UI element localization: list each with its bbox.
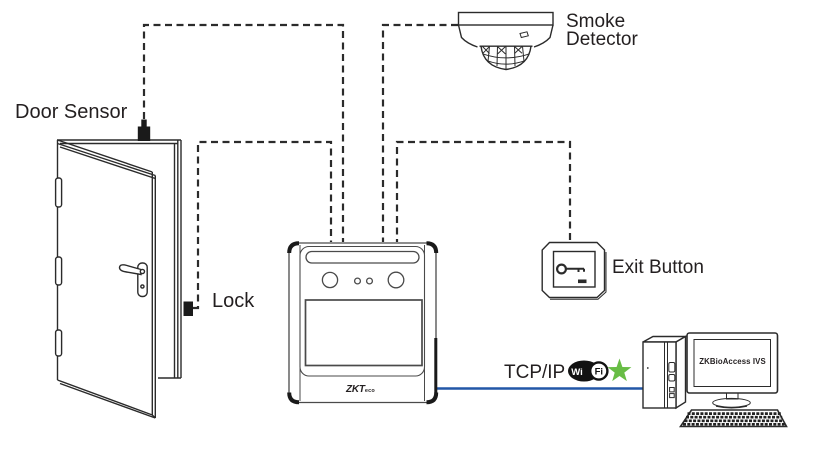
- terminal-camera-left: [321, 271, 339, 289]
- wifi-icon: Wi Fi: [568, 360, 609, 382]
- smoke-label-line1: Smoke: [566, 11, 626, 32]
- pc-tower: [642, 335, 689, 410]
- door-hinge: [54, 256, 63, 286]
- exit-button-figure: [541, 241, 607, 300]
- lock-icon: [183, 301, 193, 316]
- door-sensor-label: Door Sensor: [15, 101, 128, 123]
- pc-keyboard: [679, 409, 788, 428]
- smoke-detector-led: [519, 31, 529, 39]
- door-handle-icon: [118, 262, 148, 298]
- pc-figure: [642, 332, 788, 428]
- connection-lock-line: [193, 140, 333, 310]
- connection-door-sensor-line: [142, 23, 345, 242]
- tcp-ip-label: TCP/IP: [504, 362, 566, 383]
- connection-exit-line: [395, 140, 572, 242]
- exit-button-label: Exit Button: [612, 257, 704, 278]
- pc-software-label: ZKBioAccess IVS: [699, 357, 766, 366]
- terminal-sensor-dot: [365, 277, 374, 285]
- key-icon: [555, 263, 585, 275]
- pc-monitor: [686, 332, 779, 409]
- door-frame: [57, 139, 182, 379]
- connection-smoke-line: [381, 23, 458, 242]
- terminal-screen: [304, 299, 423, 367]
- wifi-fi-text: Fi: [595, 367, 603, 378]
- door-hinge: [54, 177, 63, 208]
- star-icon: [607, 358, 632, 382]
- zkteco-logo-sub: eco: [364, 388, 375, 394]
- smoke-label-line2: Detector: [566, 29, 638, 50]
- terminal-camera-right: [387, 271, 405, 289]
- smoke-detector-figure: [457, 11, 554, 71]
- door-hinge: [54, 329, 63, 357]
- access-terminal-figure: [287, 241, 439, 405]
- terminal-sensor-dot: [353, 277, 362, 285]
- smoke-detector-label: Smoke Detector: [566, 11, 638, 50]
- wifi-wi-text: Wi: [571, 367, 583, 378]
- door-figure: [54, 139, 182, 419]
- zkteco-logo-main: ZKT: [346, 384, 365, 395]
- terminal-speaker-slot: [305, 250, 420, 264]
- zkteco-logo: ZKTeco: [346, 379, 375, 397]
- door-sensor-icon: [137, 119, 151, 141]
- lock-label: Lock: [212, 290, 255, 312]
